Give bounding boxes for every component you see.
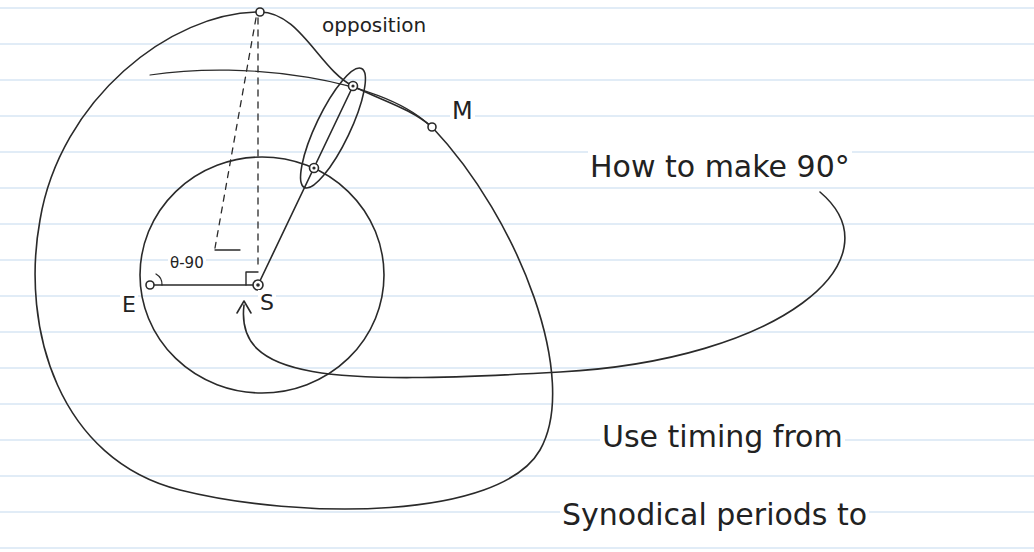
planet-dot bbox=[146, 281, 154, 289]
sun-label: S bbox=[258, 290, 276, 315]
ruling-line bbox=[0, 512, 1034, 513]
ruling-line bbox=[0, 44, 1034, 45]
dashed-line bbox=[257, 18, 258, 270]
planet-label: M bbox=[450, 98, 475, 126]
arrow-head bbox=[237, 301, 251, 313]
dot-center bbox=[351, 84, 354, 87]
note-text: How to make 90° bbox=[588, 150, 852, 185]
outer-orbit bbox=[35, 12, 553, 509]
ruling-line bbox=[0, 440, 1034, 441]
dot-center bbox=[312, 166, 315, 169]
ruling-line bbox=[0, 116, 1034, 117]
ruling-line bbox=[0, 548, 1034, 549]
orbit-arc bbox=[150, 70, 428, 124]
dot-center bbox=[256, 283, 260, 287]
sun-dot bbox=[253, 280, 263, 290]
planet-dot bbox=[310, 164, 319, 173]
planet-dot bbox=[349, 82, 358, 91]
opposition-callout bbox=[289, 61, 377, 195]
angle-arc bbox=[156, 274, 162, 285]
ruling-line bbox=[0, 188, 1034, 189]
ruling-line bbox=[0, 152, 1034, 153]
ruling-line bbox=[0, 476, 1034, 477]
earth-sun-line bbox=[150, 284, 258, 286]
ruling-line bbox=[0, 80, 1034, 81]
planet-label: E bbox=[120, 292, 138, 317]
ruling-line bbox=[0, 224, 1034, 225]
dashed-line bbox=[215, 18, 256, 248]
ruling-line bbox=[0, 296, 1034, 297]
note-text: Synodical periods to bbox=[560, 498, 869, 533]
bracket-line bbox=[215, 249, 240, 250]
note-text: Use timing from bbox=[600, 420, 845, 455]
ruling-line bbox=[0, 8, 1034, 9]
planet-dot bbox=[428, 123, 436, 131]
ruling-line bbox=[0, 404, 1034, 405]
paper-ruling bbox=[0, 8, 1034, 548]
pointer-curve bbox=[243, 192, 844, 378]
ruling-line bbox=[0, 260, 1034, 261]
angle-label: θ-90 bbox=[168, 255, 206, 272]
planet-dot bbox=[256, 8, 264, 16]
callout-text: opposition bbox=[320, 14, 428, 37]
ruling-line bbox=[0, 368, 1034, 369]
opposition-line bbox=[258, 86, 353, 285]
